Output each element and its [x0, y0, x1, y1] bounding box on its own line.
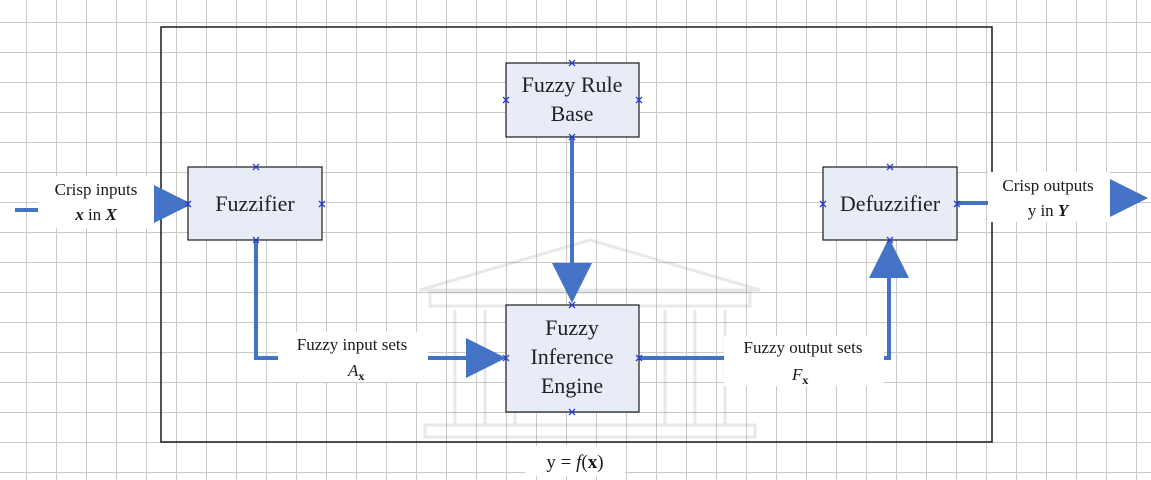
output-set: Y [1058, 201, 1070, 220]
crisp-outputs-text: Crisp outputs [1002, 176, 1093, 195]
formula-label: y = f(x) [525, 446, 625, 476]
inference-engine-box [505, 304, 640, 413]
selection-handles [184, 59, 961, 416]
fuzzy-input-sub: x [358, 369, 364, 383]
fuzzy-output-sub: x [802, 373, 808, 387]
fuzzy-output-symbol: Fx [791, 365, 808, 387]
system-boundary [160, 26, 993, 443]
crisp-inputs-var: x in X [74, 205, 117, 224]
fuzzy-input-sets-text: Fuzzy input sets [297, 335, 408, 354]
crisp-outputs-label: Crisp outputs y in Y [988, 172, 1110, 222]
formula-open: ( [581, 452, 587, 473]
inference-engine-block[interactable]: Fuzzy Inference Engine [505, 304, 640, 413]
input-set: X [104, 205, 117, 224]
input-var: x [74, 205, 84, 224]
output-var: y in [1028, 201, 1058, 220]
fuzzifier-box [187, 166, 323, 241]
rule-base-label-line2: Base [551, 101, 594, 126]
fuzzy-output-sym: F [791, 365, 803, 384]
fuzzy-input-symbol: Ax [347, 361, 364, 383]
defuzzifier-box [822, 166, 958, 241]
fuzzifier-block[interactable]: Fuzzifier [187, 166, 323, 241]
formula-prefix: y = [546, 452, 576, 473]
crisp-inputs-label: Crisp inputs x in X [38, 176, 154, 228]
formula-arg: x [588, 452, 598, 473]
formula-text: y = f(x) [546, 452, 603, 473]
crisp-outputs-var: y in Y [1028, 201, 1070, 220]
formula-close: ) [597, 452, 603, 473]
fuzzy-input-sym: A [347, 361, 359, 380]
fuzzifier-label: Fuzzifier [215, 191, 295, 216]
rule-base-box [505, 62, 640, 138]
inference-label-line2: Inference [530, 344, 613, 369]
rule-base-label-line1: Fuzzy Rule [522, 72, 623, 97]
fuzzy-output-sets-text: Fuzzy output sets [744, 338, 863, 357]
defuzzifier-label: Defuzzifier [840, 191, 941, 216]
defuzzifier-block[interactable]: Defuzzifier [822, 166, 958, 241]
rule-base-block[interactable]: Fuzzy Rule Base [505, 62, 640, 138]
fuzzy-input-sets-label: Fuzzy input sets Ax [278, 332, 428, 383]
inference-label-line1: Fuzzy [545, 315, 599, 340]
fuzzy-output-sets-label: Fuzzy output sets Fx [724, 336, 884, 387]
formula-func: f [576, 452, 584, 473]
crisp-inputs-text: Crisp inputs [55, 180, 138, 199]
inference-label-line3: Engine [541, 373, 603, 398]
input-in: in [84, 205, 106, 224]
